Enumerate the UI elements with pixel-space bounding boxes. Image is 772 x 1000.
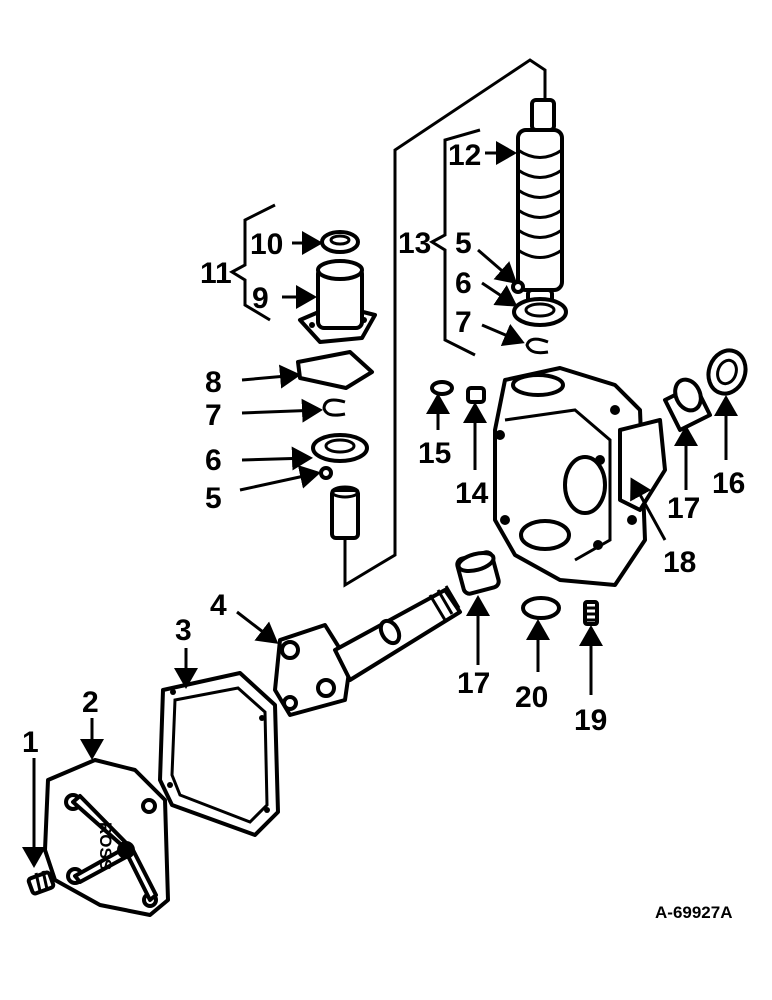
callout-11: 11: [200, 257, 232, 290]
assembly-path-line: [343, 58, 547, 588]
part-ball-lower: [319, 466, 333, 480]
callout-20: 20: [515, 681, 548, 714]
part-fitting: [466, 386, 486, 404]
part-side-cover: ROSS: [43, 758, 170, 917]
part-pipe-plug: [26, 870, 56, 896]
callout-18: 18: [663, 546, 696, 579]
callout-5-lower: 5: [205, 482, 222, 515]
callout-15: 15: [418, 437, 451, 470]
callout-13: 13: [398, 227, 431, 260]
callout-7-upper: 7: [455, 306, 472, 339]
leader-lines: [22, 141, 738, 868]
callout-8: 8: [205, 366, 222, 399]
callout-9: 9: [252, 282, 269, 315]
callout-2: 2: [82, 686, 99, 719]
part-plug-20: [521, 596, 561, 620]
callout-16: 16: [712, 467, 745, 500]
callout-5-upper: 5: [455, 227, 472, 260]
part-bearing-race-lower: [311, 433, 369, 463]
part-worm-shaft: [516, 98, 564, 308]
part-bearing-race-upper: [512, 297, 568, 327]
callout-4: 4: [210, 589, 227, 622]
callout-1: 1: [22, 726, 39, 759]
callout-7-lower: 7: [205, 399, 222, 432]
drawing-reference-number: A-69927A: [655, 903, 733, 922]
part-snap-ring-lower: [322, 398, 346, 417]
part-gear-housing: [493, 366, 667, 587]
part-cover-gasket: [158, 671, 280, 837]
bracket-11: [228, 203, 276, 322]
callout-17-lower: 17: [457, 667, 490, 700]
part-ball-upper: [511, 280, 525, 294]
part-seal: [320, 230, 360, 254]
callout-12: 12: [448, 139, 481, 172]
part-expansion-plug: [430, 380, 454, 396]
callout-17-upper: 17: [667, 492, 700, 525]
cover-stamp-text: ROSS: [96, 822, 115, 870]
part-oil-seal: [706, 348, 748, 396]
part-set-screw: [583, 600, 599, 626]
callout-14: 14: [455, 477, 489, 510]
part-sector-shaft: [273, 585, 462, 717]
part-sleeve: [330, 485, 360, 540]
callout-19: 19: [574, 704, 607, 737]
part-bearing-housing: [298, 259, 377, 344]
part-bushing-lower: [455, 550, 501, 596]
part-bushing-upper: [663, 377, 712, 432]
callout-6-lower: 6: [205, 444, 222, 477]
callout-3: 3: [175, 614, 192, 647]
part-gasket-small: [296, 350, 374, 390]
bracket-13: [428, 128, 481, 357]
part-snap-ring-upper: [525, 337, 549, 355]
callout-6-upper: 6: [455, 267, 472, 300]
callout-10: 10: [250, 228, 283, 261]
